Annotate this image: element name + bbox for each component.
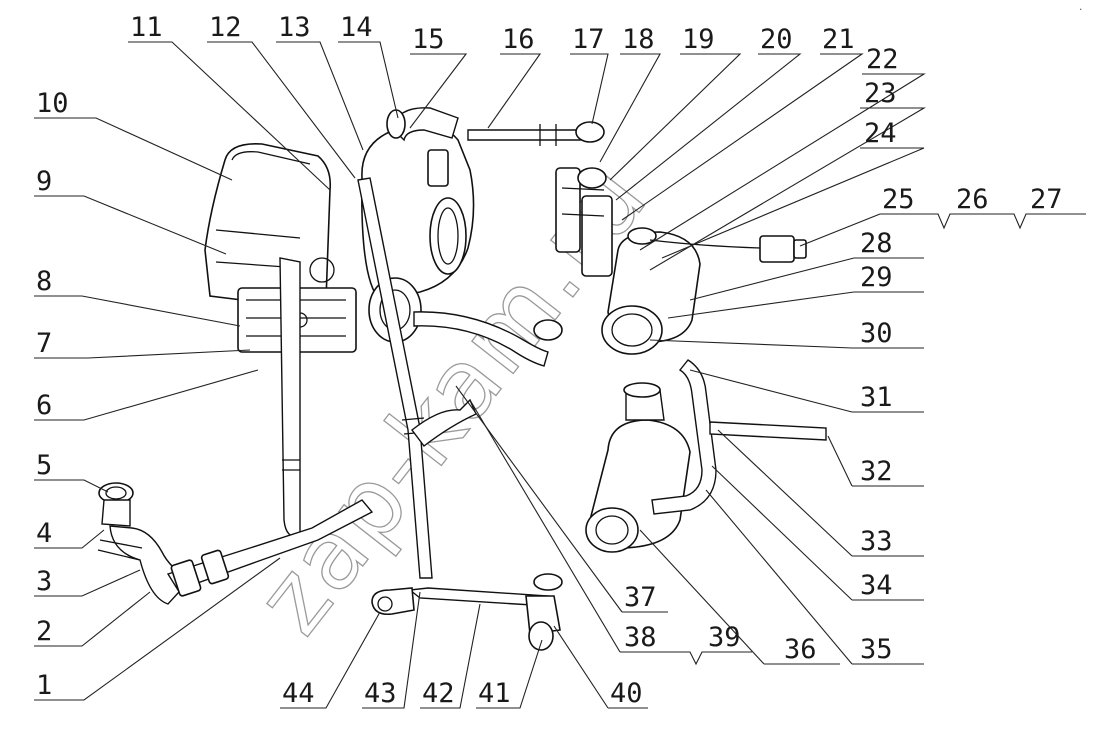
hose-lower-main xyxy=(166,499,374,597)
callout-6: 6 xyxy=(36,390,52,421)
callout-36: 36 xyxy=(784,634,817,665)
callout-29: 29 xyxy=(860,262,893,293)
callout-labels: 1 2 3 4 5 6 7 8 9 10 11 12 13 14 15 16 1… xyxy=(36,12,1063,709)
callout-30: 30 xyxy=(860,318,893,349)
callout-39: 39 xyxy=(708,622,741,653)
callout-7: 7 xyxy=(36,328,52,359)
turbine-scroll xyxy=(361,124,475,343)
hose-center xyxy=(467,124,581,146)
callout-27: 27 xyxy=(1030,184,1063,215)
callout-19: 19 xyxy=(682,24,715,55)
intake-elbow xyxy=(386,107,459,142)
callout-32: 32 xyxy=(860,456,893,487)
hose-vertical-left xyxy=(279,257,301,538)
callout-31: 31 xyxy=(860,382,893,413)
oil-return-pipe xyxy=(411,398,477,447)
callout-28: 28 xyxy=(860,228,893,259)
callout-5: 5 xyxy=(36,450,52,481)
leader-lines xyxy=(34,41,1086,709)
callout-1: 1 xyxy=(36,670,52,701)
callout-10: 10 xyxy=(36,88,69,119)
callout-15: 15 xyxy=(412,24,445,55)
canister-lower xyxy=(585,382,691,553)
callout-34: 34 xyxy=(860,570,893,601)
canister-upper xyxy=(601,227,701,355)
callout-23: 23 xyxy=(864,78,897,109)
callout-21: 21 xyxy=(822,24,855,55)
callout-35: 35 xyxy=(860,634,893,665)
callout-40: 40 xyxy=(610,678,643,709)
valve-cluster xyxy=(555,121,613,277)
callout-26: 26 xyxy=(956,184,989,215)
callout-11: 11 xyxy=(130,12,163,43)
callout-44: 44 xyxy=(282,678,315,709)
callout-8: 8 xyxy=(36,266,52,297)
callout-18: 18 xyxy=(622,24,655,55)
callout-20: 20 xyxy=(760,24,793,55)
callout-38: 38 xyxy=(624,622,657,653)
callout-3: 3 xyxy=(36,566,52,597)
callout-14: 14 xyxy=(340,12,373,43)
callout-25: 25 xyxy=(882,184,915,215)
callout-16: 16 xyxy=(502,24,535,55)
callout-43: 43 xyxy=(364,678,397,709)
connector-plug xyxy=(649,235,807,263)
corner-mark: . xyxy=(1078,3,1083,13)
inlet-elbow-lower-left xyxy=(97,482,192,605)
callout-4: 4 xyxy=(36,518,52,549)
pipe-bottom-cross xyxy=(371,573,563,651)
callout-12: 12 xyxy=(209,12,242,43)
hose-middle-right xyxy=(413,311,563,367)
callout-33: 33 xyxy=(860,526,893,557)
callout-13: 13 xyxy=(278,12,311,43)
callout-22: 22 xyxy=(866,44,899,75)
callout-17: 17 xyxy=(572,24,605,55)
callout-37: 37 xyxy=(624,582,657,613)
callout-2: 2 xyxy=(36,616,52,647)
callout-42: 42 xyxy=(422,678,455,709)
callout-24: 24 xyxy=(864,118,897,149)
hose-right-curved xyxy=(651,359,827,515)
callout-9: 9 xyxy=(36,166,52,197)
callout-41: 41 xyxy=(478,678,511,709)
